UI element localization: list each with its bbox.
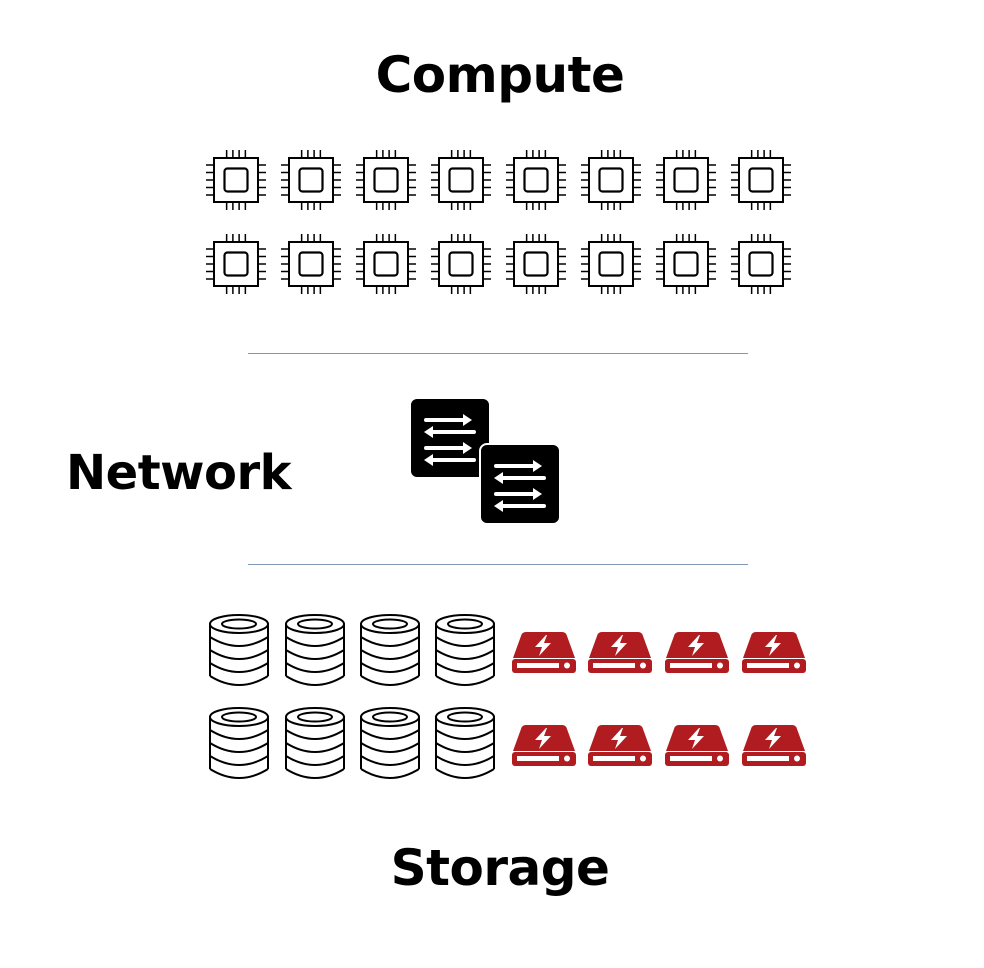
database-disk-icon	[435, 707, 495, 779]
cpu-chip-icon	[581, 150, 641, 210]
database-disk-icon	[285, 707, 345, 779]
flash-drive-icon	[742, 725, 806, 766]
cpu-chip-icon	[356, 150, 416, 210]
flash-drive-icon	[665, 632, 729, 673]
flash-drive-icon	[588, 632, 652, 673]
cpu-chip-icon	[581, 234, 641, 294]
flash-drive-icon	[512, 725, 576, 766]
database-disk-icon	[435, 614, 495, 686]
network-label: Network	[66, 445, 292, 501]
cpu-chip-icon	[356, 234, 416, 294]
flash-drive-icon	[665, 725, 729, 766]
cpu-chip-icon	[206, 150, 266, 210]
cpu-chip-icon	[281, 150, 341, 210]
flash-drive-icon	[512, 632, 576, 673]
network-switch-icon	[479, 443, 561, 525]
compute-label: Compute	[375, 46, 625, 104]
cpu-chip-icon	[656, 234, 716, 294]
cpu-chip-icon	[656, 150, 716, 210]
cpu-chip-icon	[731, 150, 791, 210]
storage-label: Storage	[390, 839, 610, 897]
divider-top	[248, 353, 748, 354]
cpu-chip-icon	[506, 150, 566, 210]
flash-drive-icon	[742, 632, 806, 673]
cpu-chip-icon	[431, 150, 491, 210]
cpu-chip-icon	[281, 234, 341, 294]
database-disk-icon	[360, 614, 420, 686]
cpu-chip-icon	[731, 234, 791, 294]
cpu-chip-icon	[206, 234, 266, 294]
divider-bottom	[248, 564, 748, 565]
database-disk-icon	[209, 614, 269, 686]
cpu-chip-icon	[506, 234, 566, 294]
cpu-chip-icon	[431, 234, 491, 294]
network-switch-icon	[409, 397, 491, 479]
database-disk-icon	[285, 614, 345, 686]
database-disk-icon	[360, 707, 420, 779]
flash-drive-icon	[588, 725, 652, 766]
database-disk-icon	[209, 707, 269, 779]
